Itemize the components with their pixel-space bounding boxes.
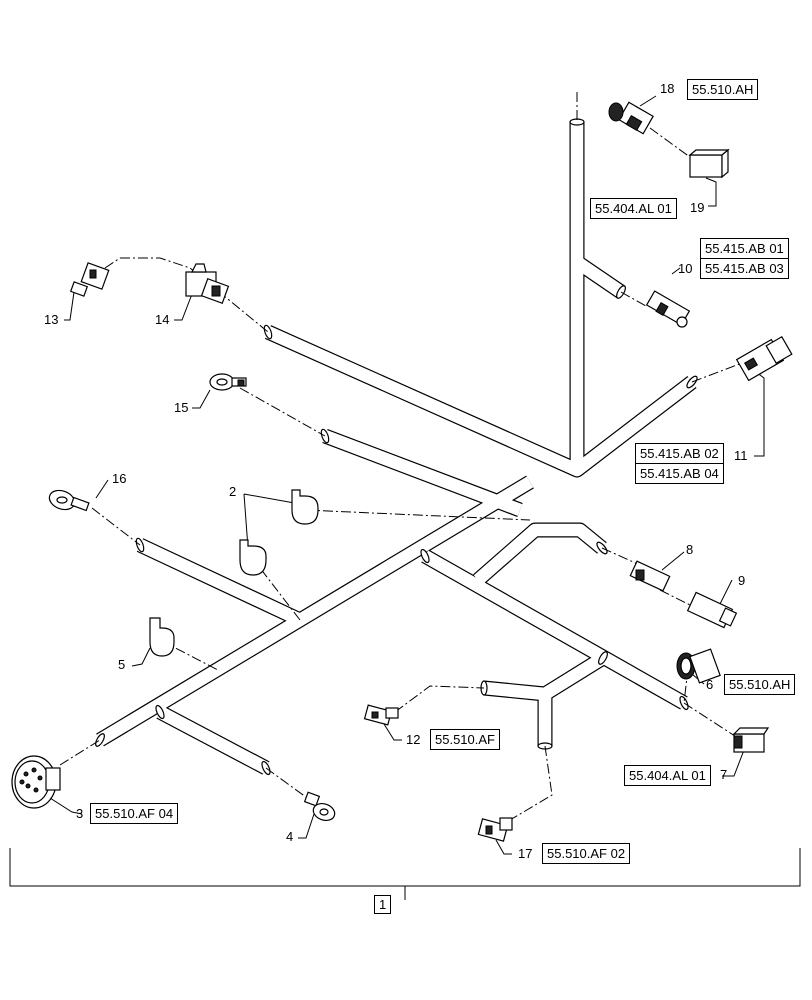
connector-6-icon: [676, 648, 721, 684]
callout-19: 19: [690, 200, 705, 215]
ref-link-12[interactable]: 55.510.AF: [430, 729, 500, 750]
callout-17: 17: [518, 846, 533, 861]
connector-13-icon: [69, 262, 110, 297]
callout-4: 4: [286, 829, 294, 844]
callout-12: 12: [406, 732, 421, 747]
ref-stack-10: 55.415.AB 01 55.415.AB 03: [700, 238, 789, 279]
ring-terminal-4-icon: [303, 791, 336, 822]
callout-10: 10: [678, 261, 693, 276]
connector-7-icon: [732, 727, 770, 753]
clip-5-icon: [149, 617, 175, 657]
callout-11: 11: [734, 448, 748, 463]
ring-terminal-16-icon: [48, 489, 90, 512]
connector-18-icon: [608, 101, 654, 135]
connector-8-icon: [629, 560, 671, 592]
ref-stack-11: 55.415.AB 02 55.415.AB 04: [635, 443, 724, 484]
callout-18: 18: [660, 81, 675, 96]
leader-lines: [9, 95, 801, 900]
ref-link-10b[interactable]: 55.415.AB 03: [700, 259, 789, 279]
ring-terminal-15-icon: [209, 373, 247, 391]
connector-11-icon: [735, 336, 793, 382]
callout-2: 2: [229, 484, 237, 499]
callout-5: 5: [118, 657, 126, 672]
ref-link-18[interactable]: 55.510.AH: [687, 79, 759, 100]
callout-1: 1: [374, 895, 392, 914]
ref-link-17[interactable]: 55.510.AF 02: [542, 843, 631, 864]
callout-15: 15: [174, 400, 189, 415]
callout-8: 8: [686, 542, 694, 557]
connector-17-icon: [477, 817, 513, 842]
ref-link-19[interactable]: 55.404.AL 01: [590, 198, 677, 219]
callout-6: 6: [706, 677, 714, 692]
centerlines: [59, 92, 751, 821]
ref-link-11a[interactable]: 55.415.AB 02: [635, 443, 724, 464]
connector-19-icon: [688, 148, 730, 179]
connector-12-icon: [363, 704, 399, 726]
callout-9: 9: [738, 573, 746, 588]
callout-14: 14: [155, 312, 170, 327]
callout-7: 7: [720, 767, 728, 782]
callout-3: 3: [76, 806, 84, 821]
connector-14-icon: [185, 263, 230, 304]
clip-2-icon: [239, 489, 319, 576]
callout-13: 13: [44, 312, 59, 327]
ref-link-3[interactable]: 55.510.AF 04: [90, 803, 179, 824]
ref-link-10a[interactable]: 55.415.AB 01: [700, 238, 789, 259]
ref-link-6[interactable]: 55.510.AH: [724, 674, 796, 695]
callout-16: 16: [112, 471, 127, 486]
round-connector-3-icon: [11, 755, 61, 809]
connector-10-icon: [645, 290, 691, 328]
ref-link-11b[interactable]: 55.415.AB 04: [635, 464, 724, 484]
connector-9-icon: [686, 591, 738, 629]
ref-link-7[interactable]: 55.404.AL 01: [624, 765, 711, 786]
harness-tubes: [95, 118, 698, 776]
